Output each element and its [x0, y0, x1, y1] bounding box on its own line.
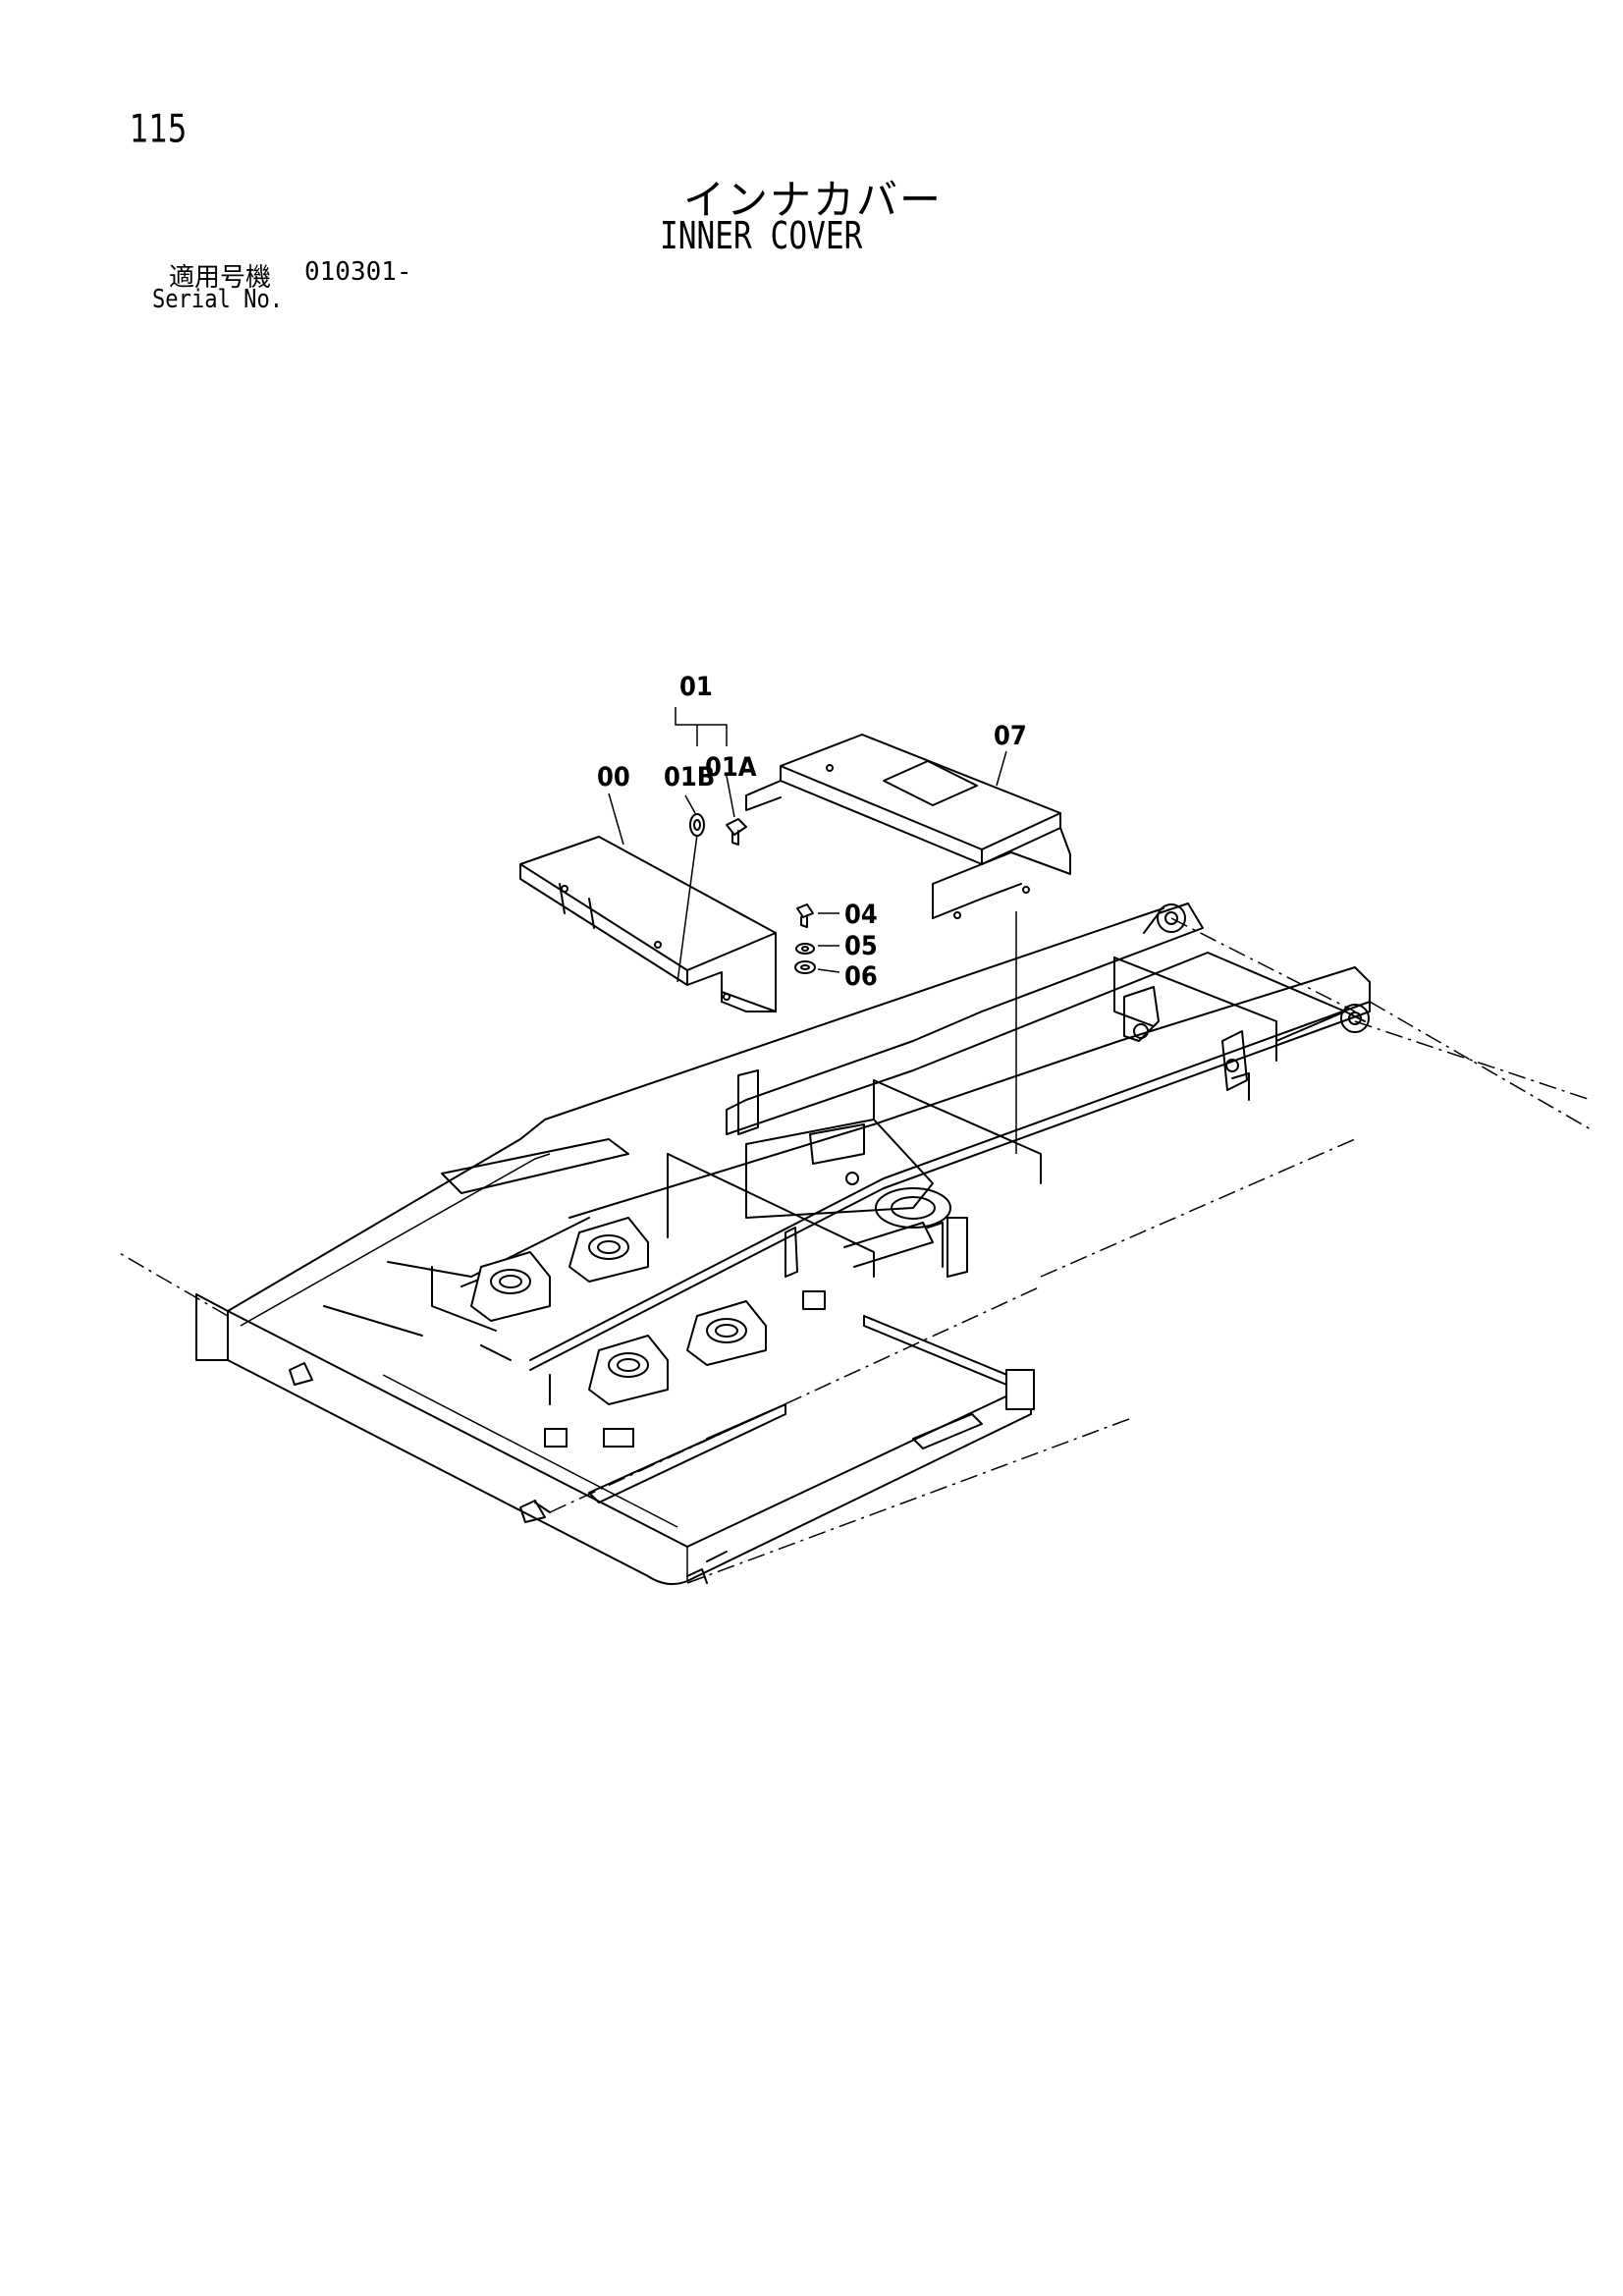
- callout-01A: 01A: [705, 752, 757, 783]
- bearing-block-3: [588, 1335, 669, 1405]
- serial-range: 010301-: [304, 257, 412, 287]
- callout-04: 04: [844, 900, 878, 930]
- title-english: INNER COVER: [660, 214, 863, 257]
- callout-00: 00: [597, 762, 630, 793]
- bearing-block-2: [568, 1217, 649, 1283]
- hardware: [689, 813, 816, 974]
- callout-06: 06: [844, 961, 878, 992]
- frame-drawing: [117, 902, 1592, 1586]
- bearing-block-1: [470, 1251, 551, 1322]
- callout-07: 07: [994, 721, 1027, 751]
- title-japanese: インナカバー: [683, 176, 944, 224]
- callout-01: 01: [679, 672, 713, 702]
- callout-01B: 01B: [664, 762, 715, 793]
- serial-label-english: Serial No.: [152, 285, 284, 314]
- bearing-block-4: [686, 1300, 767, 1366]
- serial-label-japanese: 適用号機: [169, 263, 272, 293]
- part-07-cover: [745, 734, 1071, 1154]
- leader-lines: [608, 707, 1007, 983]
- page-number: 115: [130, 107, 188, 152]
- part-00-cover: [519, 836, 777, 1012]
- callout-05: 05: [844, 931, 878, 961]
